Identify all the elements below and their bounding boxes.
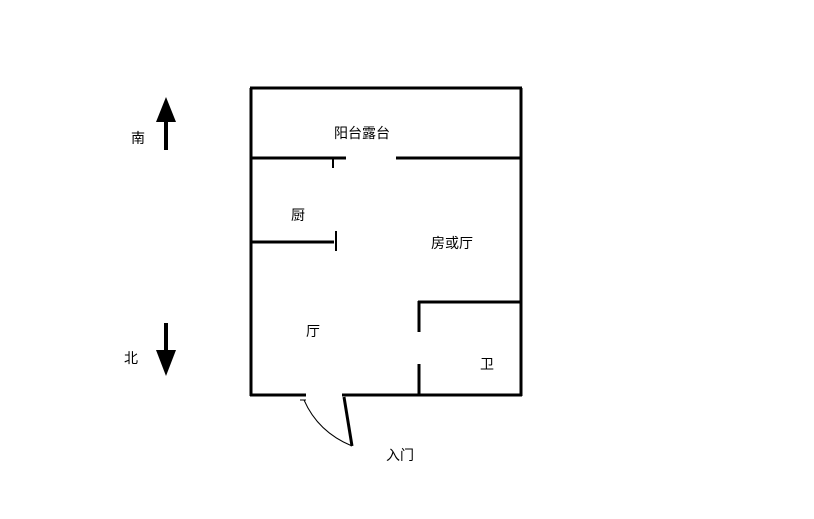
room-label-bedroom-or-living: 房或厅 xyxy=(431,236,473,252)
entrance-door-icon xyxy=(300,396,354,447)
north-arrow-icon xyxy=(156,323,176,376)
compass-north-label: 北 xyxy=(124,351,138,367)
south-arrow-icon xyxy=(156,97,176,150)
room-label-kitchen: 厨 xyxy=(291,208,305,224)
room-label-living: 厅 xyxy=(306,324,320,340)
balcony-wall xyxy=(250,156,520,168)
kitchen-wall xyxy=(250,231,337,251)
entrance-label: 入门 xyxy=(386,448,414,464)
room-label-balcony: 阳台露台 xyxy=(334,126,390,142)
outer-walls xyxy=(249,86,523,397)
compass-south-label: 南 xyxy=(131,131,145,147)
room-label-bathroom: 卫 xyxy=(480,357,494,373)
bathroom-walls xyxy=(417,300,522,396)
